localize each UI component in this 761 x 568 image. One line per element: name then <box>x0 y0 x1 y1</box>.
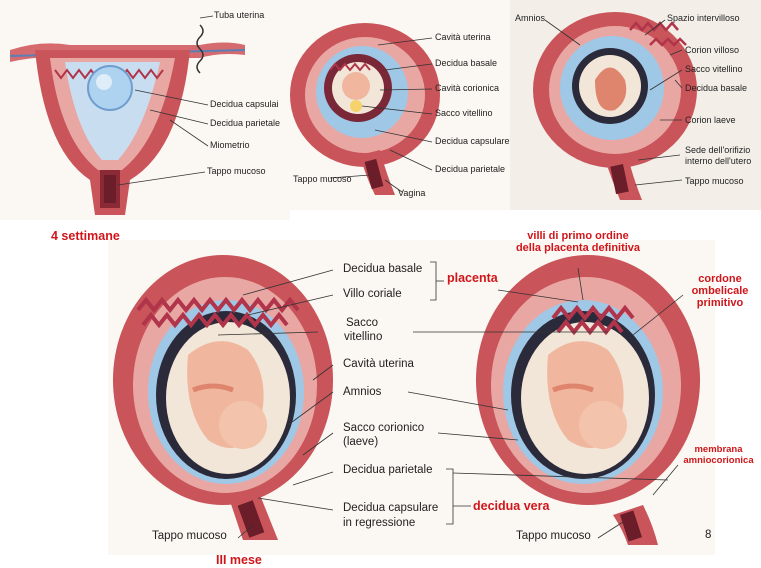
annotation-cordone-ombelicale: cordone ombelicale primitivo <box>681 273 759 309</box>
annotation-decidua-vera: decidua vera <box>473 499 549 513</box>
annotation-villi-primo-ordine: villi di primo ordine della placenta def… <box>498 230 658 254</box>
annotation-membrana-line2: amniocorionica <box>676 455 761 466</box>
label-decidua-basale: Decidua basale <box>685 83 747 93</box>
panel-third-month: Decidua basale Villo coriale Sacco vitel… <box>108 240 715 555</box>
uterus-4-weeks-illustration <box>0 0 290 220</box>
label-sacco-corionico-line2: (laeve) <box>343 436 378 448</box>
label-cavita-uterina: Cavità uterina <box>435 32 491 42</box>
label-cavita-corionica: Cavità corionica <box>435 83 499 93</box>
panel-early-pregnancy: Cavità uterina Decidua basale Cavità cor… <box>290 0 510 210</box>
label-decidua-parietale: Decidua parietale <box>343 464 433 476</box>
panel-4-weeks: Tuba uterina Decidua capsulai Decidua pa… <box>0 0 290 220</box>
annotation-membrana-amniocorionica: membrana amniocorionica <box>676 444 761 466</box>
label-decidua-capsulare-line2: in regressione <box>343 517 415 529</box>
label-sacco-vitellino: Sacco vitellino <box>685 64 743 74</box>
label-decidua-capsulare: Decidua capsulai <box>210 99 279 109</box>
annotation-placenta: placenta <box>447 271 498 285</box>
label-spazio-intervilloso: Spazio intervilloso <box>667 13 740 23</box>
label-miometrio: Miometrio <box>210 140 250 150</box>
label-tappo-mucoso-left: Tappo mucoso <box>152 530 227 542</box>
annotation-cordone-line1: cordone <box>681 273 759 285</box>
label-sede-orifizio-line1: Sede dell'orifizio <box>685 145 750 155</box>
page-number: 8 <box>705 529 711 541</box>
label-decidua-basale: Decidua basale <box>343 263 422 275</box>
annotation-cordone-line3: primitivo <box>681 297 759 309</box>
label-decidua-basale: Decidua basale <box>435 58 497 68</box>
label-sacco-vitellino: Sacco vitellino <box>435 108 493 118</box>
label-vagina: Vagina <box>398 188 425 198</box>
label-decidua-parietale: Decidua parietale <box>435 164 505 174</box>
label-amnios: Amnios <box>343 386 381 398</box>
annotation-cordone-line2: ombelicale <box>681 285 759 297</box>
panel-later-pregnancy: Amnios Spazio intervilloso Corion villos… <box>510 0 761 210</box>
label-amnios: Amnios <box>515 13 545 23</box>
label-sacco-vitellino-line2: vitellino <box>344 331 382 343</box>
label-tappo-mucoso: Tappo mucoso <box>293 174 352 184</box>
label-sacco-vitellino-line1: Sacco <box>346 317 378 329</box>
label-tappo-mucoso-right: Tappo mucoso <box>516 530 591 542</box>
annotation-membrana-line1: membrana <box>676 444 761 455</box>
label-sacco-corionico-line1: Sacco corionico <box>343 422 424 434</box>
annotation-villi-line1: villi di primo ordine <box>498 230 658 242</box>
annotation-villi-line2: della placenta definitiva <box>498 242 658 254</box>
label-corion-villoso: Corion villoso <box>685 45 739 55</box>
label-decidua-capsulare: Decidua capsulare <box>435 136 510 146</box>
label-decidua-parietale: Decidua parietale <box>210 118 280 128</box>
label-corion-laeve: Corion laeve <box>685 115 736 125</box>
label-tappo-mucoso: Tappo mucoso <box>685 176 744 186</box>
label-tappo-mucoso: Tappo mucoso <box>207 166 266 176</box>
caption-iii-mese: III mese <box>216 553 262 567</box>
label-tuba-uterina: Tuba uterina <box>214 10 264 20</box>
label-villo-coriale: Villo coriale <box>343 288 402 300</box>
label-decidua-capsulare-line1: Decidua capsulare <box>343 502 438 514</box>
label-cavita-uterina: Cavità uterina <box>343 358 414 370</box>
label-sede-orifizio-line2: interno dell'utero <box>685 156 751 166</box>
